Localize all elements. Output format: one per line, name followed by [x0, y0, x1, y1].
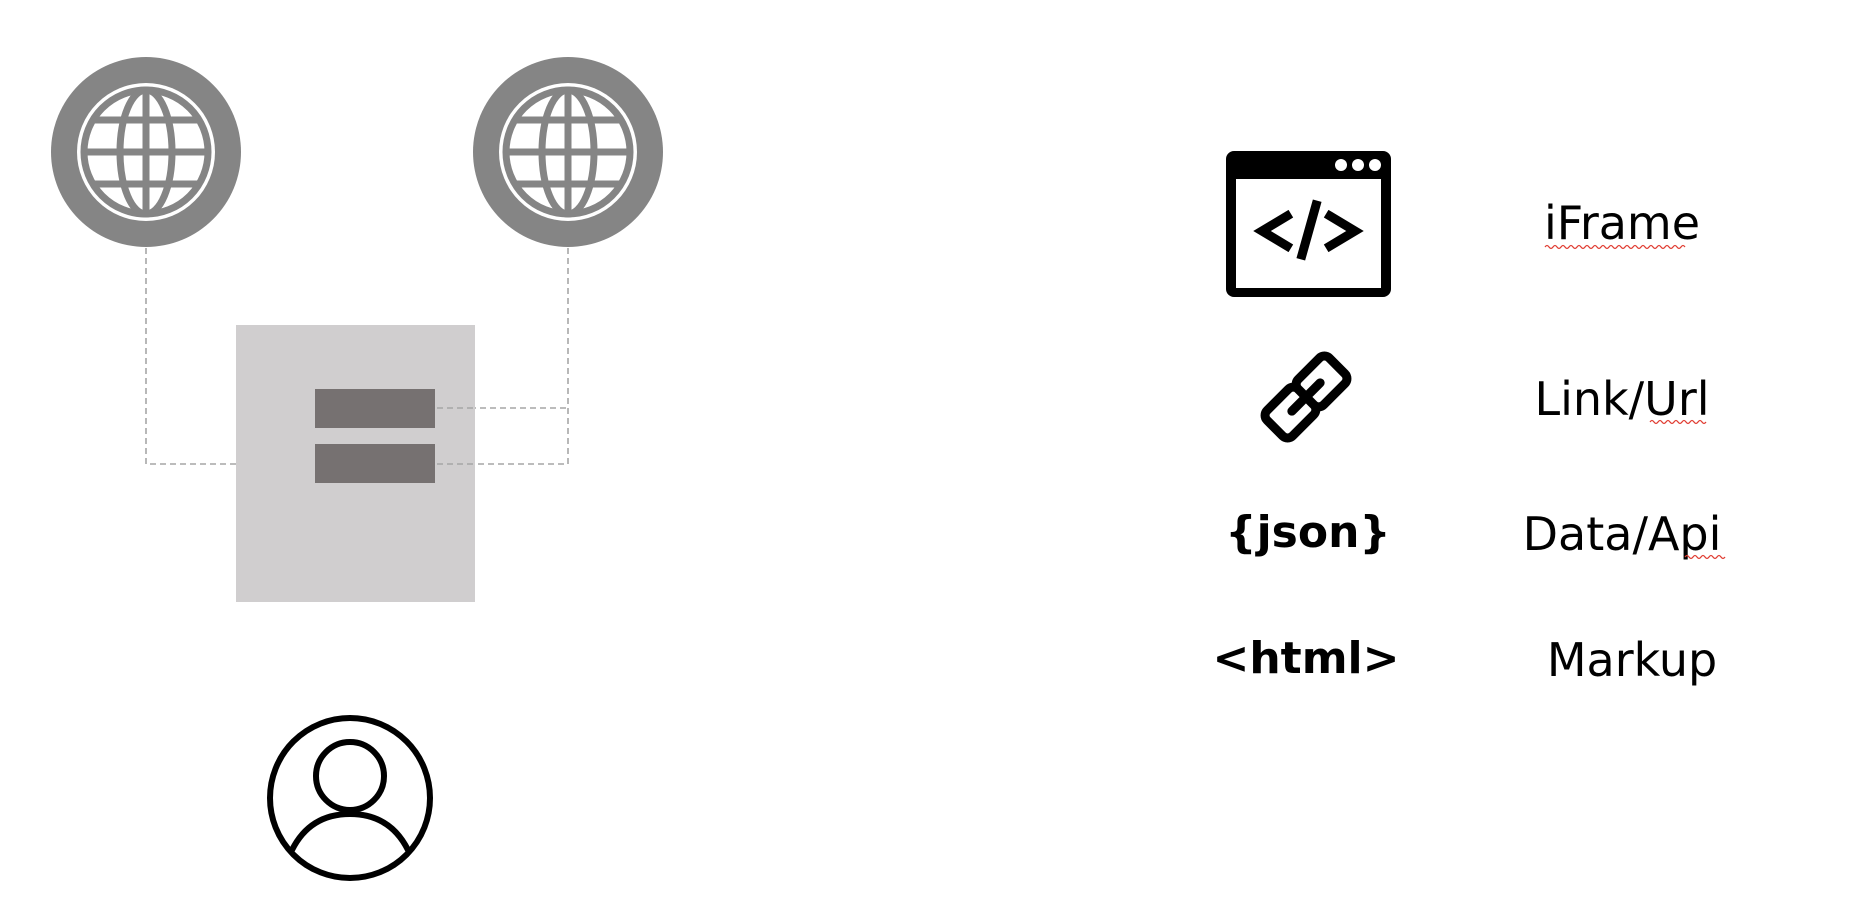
legend-item-html: <html> Markup: [1212, 633, 1717, 687]
link-icon: [1260, 351, 1352, 443]
legend-label-data-api: Data/Api: [1523, 507, 1722, 561]
spellcheck-underline: [1544, 244, 1686, 250]
legend-label-markup: Markup: [1547, 633, 1717, 687]
globe-icon: [51, 57, 241, 247]
user-icon: [267, 715, 433, 881]
server-bar-bottom: [315, 444, 435, 483]
legend-label-iframe: iFrame: [1544, 196, 1700, 250]
spellcheck-underline: [1649, 419, 1707, 425]
json-icon: {json}: [1225, 507, 1390, 558]
legend-item-link: Link/Url: [1260, 351, 1710, 443]
legend-item-json: {json} Data/Api: [1225, 507, 1726, 561]
server-icon: [236, 325, 475, 602]
code-window-icon: [1226, 151, 1391, 297]
spellcheck-underline: [1684, 554, 1726, 560]
globe-icon: [473, 57, 663, 247]
legend-item-iframe: iFrame: [1226, 151, 1700, 297]
server-connector-overlay: [437, 407, 475, 465]
server-bar-top: [315, 389, 435, 428]
legend-label-link: Link/Url: [1534, 372, 1709, 426]
connector-left-globe-to-server: [145, 248, 236, 465]
html-icon: <html>: [1212, 633, 1399, 684]
connector-right-globe-to-server: [440, 248, 569, 465]
